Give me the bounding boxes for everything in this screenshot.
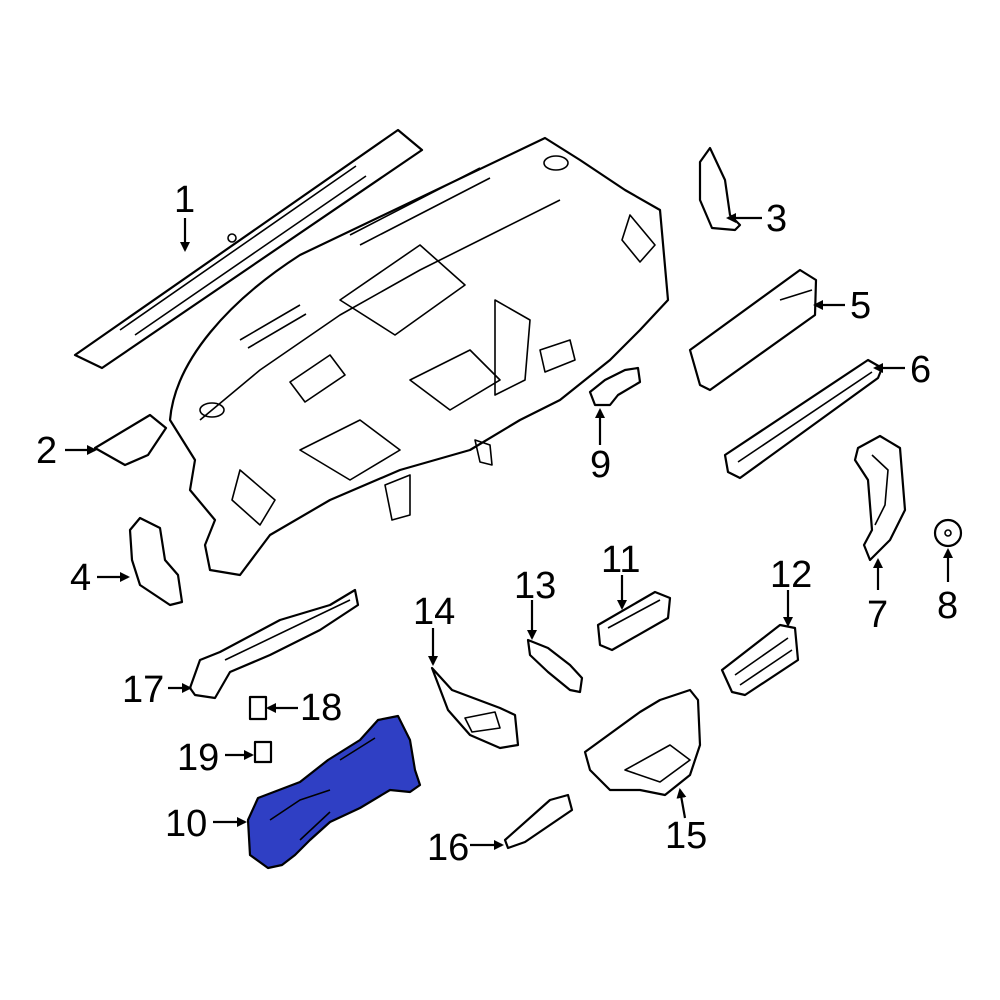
- callout-17: 17: [122, 669, 164, 711]
- part-12-bracket[interactable]: [720, 623, 800, 697]
- callout-6: 6: [910, 349, 931, 391]
- part-5-duct[interactable]: [688, 268, 818, 392]
- callout-14: 14: [413, 591, 455, 633]
- callout-3: 3: [766, 198, 787, 240]
- part-4-bracket[interactable]: [128, 516, 184, 607]
- callout-15: 15: [665, 815, 707, 857]
- part-2-cover[interactable]: [93, 413, 168, 467]
- part-9-clip[interactable]: [588, 366, 642, 407]
- callout-8: 8: [937, 585, 958, 627]
- callout-1: 1: [174, 179, 195, 221]
- part-7-bracket[interactable]: [853, 434, 907, 562]
- callout-4: 4: [70, 557, 91, 599]
- callout-18: 18: [300, 687, 342, 729]
- part-15-bracket[interactable]: [583, 688, 702, 797]
- callout-16: 16: [427, 827, 469, 869]
- part-14-panel[interactable]: [430, 666, 520, 750]
- part-13-bracket[interactable]: [526, 638, 584, 694]
- part-17-bracket[interactable]: [188, 588, 360, 700]
- part-11-bracket[interactable]: [596, 590, 672, 652]
- callout-12: 12: [770, 554, 812, 596]
- callout-13: 13: [514, 565, 556, 607]
- callout-labels: 1 2 3 4 5 6 7 8 9 10 11 12 13 14 15 16 1…: [36, 179, 958, 869]
- part-6-duct[interactable]: [723, 358, 884, 480]
- part-3-bracket[interactable]: [698, 146, 742, 232]
- callout-10: 10: [165, 803, 207, 845]
- part-10-reinforcement[interactable]: [246, 714, 422, 870]
- part-1-defroster-panel[interactable]: [73, 128, 424, 370]
- part-16-bracket[interactable]: [503, 793, 574, 850]
- callout-5: 5: [850, 285, 871, 327]
- callout-19: 19: [177, 737, 219, 779]
- callout-7: 7: [867, 594, 888, 636]
- callout-11: 11: [601, 539, 640, 581]
- callout-9: 9: [590, 444, 611, 486]
- part-18-pad[interactable]: [248, 695, 268, 721]
- part-19-pad[interactable]: [253, 740, 273, 764]
- part-instrument-panel[interactable]: [168, 136, 670, 577]
- callout-2: 2: [36, 430, 57, 472]
- part-8-grommet[interactable]: [933, 518, 963, 548]
- leader-lines: [65, 213, 953, 850]
